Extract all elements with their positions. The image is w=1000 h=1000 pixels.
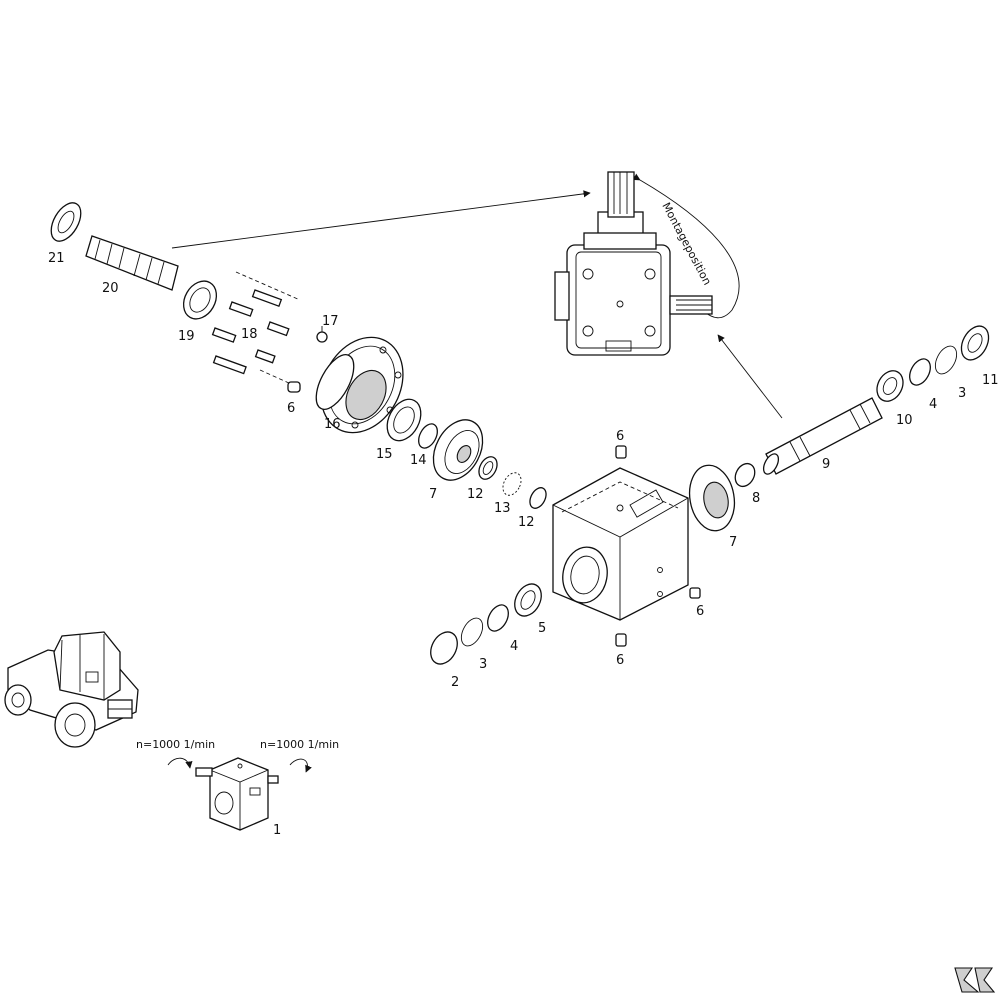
tractor-illustration [4,631,139,748]
part-11-seal [960,325,990,361]
part-3-circlip-bottom [460,617,484,647]
label-15: 15 [376,447,393,462]
label-11: 11 [982,373,999,388]
part-6-plug-top [615,445,627,459]
part-21-seal [50,202,82,242]
label-1: 1 [273,823,281,838]
part-7-gear-right [688,464,736,532]
part-7-gear-left [432,419,484,481]
part-14-ring [418,423,438,449]
label-12-lower: 12 [518,515,535,530]
part-13-lock-washer [502,472,522,496]
label-10: 10 [896,413,913,428]
label-9: 9 [822,457,830,472]
part-4-ring-bottom [487,604,509,632]
part-8-ring [734,462,756,488]
label-19: 19 [178,329,195,344]
part-10-bearing [876,370,904,402]
label-4-right: 4 [929,397,937,412]
rotation-arrow-right [289,758,312,773]
part-12-ring-upper [478,456,498,480]
label-17: 17 [322,314,339,329]
label-8: 8 [752,491,760,506]
part-12-ring-lower [529,487,547,509]
part-16-flange-housing [315,336,404,434]
part-2-cover [430,631,458,665]
label-6-right: 6 [696,604,704,619]
part-5-bearing [514,583,542,617]
part-20-input-shaft [85,235,179,291]
label-4-bottom: 4 [510,639,518,654]
speed-label-right: n=1000 1/min [260,738,339,751]
assembly-arrow-top [171,190,591,249]
part-4-ring-right [909,358,931,386]
part-6-plug-right [689,587,701,599]
label-16: 16 [324,417,341,432]
label-3-bottom: 3 [479,657,487,672]
label-20: 20 [102,281,119,296]
part-3-circlip-right [934,345,958,375]
mounting-position-gearbox [554,171,713,356]
label-6-left: 6 [287,401,295,416]
speed-label-left: n=1000 1/min [136,738,215,751]
brand-logo [954,967,996,993]
gearbox-housing [552,467,689,621]
label-18: 18 [241,327,258,342]
part-9-output-shaft [762,397,883,475]
label-3-right: 3 [958,386,966,401]
mounting-position-arrow [632,173,740,319]
label-13: 13 [494,501,511,516]
label-12-upper: 12 [467,487,484,502]
part-19-bearing [182,280,218,320]
part-15-bearing [386,398,422,442]
label-14: 14 [410,453,427,468]
part-6-plug-left [287,381,301,393]
label-6-top: 6 [616,429,624,444]
label-7-left: 7 [429,487,437,502]
label-21: 21 [48,251,65,266]
part-1-gearbox-small [195,757,279,831]
part-17-grease-nipple [316,326,328,343]
label-2: 2 [451,675,459,690]
part-6-plug-bottom [615,633,627,647]
label-5: 5 [538,621,546,636]
assembly-arrow-right [717,334,783,419]
label-7-right: 7 [729,535,737,550]
label-6-bottom: 6 [616,653,624,668]
rotation-arrow-left [167,757,193,769]
